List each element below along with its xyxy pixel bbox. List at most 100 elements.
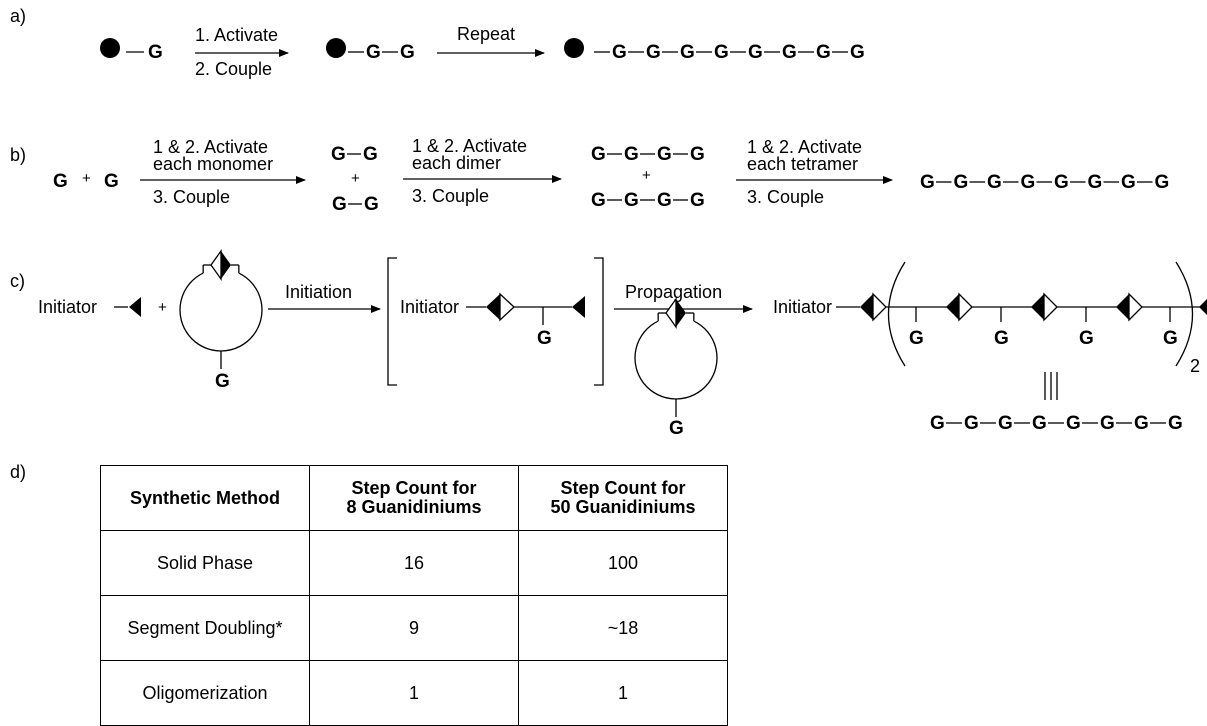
monomer-g: G bbox=[669, 418, 684, 439]
chain-g: G bbox=[920, 172, 935, 193]
right-parenthesis bbox=[1175, 261, 1194, 367]
chain-g: G bbox=[624, 190, 639, 211]
chain-g: G bbox=[680, 42, 695, 63]
chain-g: G bbox=[1032, 413, 1047, 434]
table-header-row: Synthetic Method Step Count for 8 Guanid… bbox=[100, 465, 728, 531]
chain-g: G bbox=[657, 190, 672, 211]
pendant-g: G bbox=[909, 328, 924, 349]
monomer-g: G bbox=[148, 42, 163, 63]
arrow3-label-line1: 1 & 2. Activate bbox=[747, 137, 862, 157]
chain-g: G bbox=[690, 144, 705, 165]
half-diamond-filled bbox=[676, 299, 686, 327]
chain-g: G bbox=[1168, 413, 1183, 434]
panel-a-label: a) bbox=[10, 6, 26, 26]
chain-g: G bbox=[850, 42, 865, 63]
count-8-cell: 16 bbox=[309, 530, 519, 596]
chain-g: G bbox=[690, 190, 705, 211]
panel-d-label: d) bbox=[10, 462, 26, 482]
step-couple-label: 2. Couple bbox=[195, 59, 272, 79]
chain-g: G bbox=[624, 144, 639, 165]
arrow3-label-line2: each tetramer bbox=[747, 154, 858, 174]
solid-support-bead bbox=[100, 38, 120, 58]
chain-g: G bbox=[930, 413, 945, 434]
header-line: 8 Guanidiniums bbox=[346, 497, 482, 517]
chain-g: G bbox=[591, 144, 606, 165]
propagation-label: Propagation bbox=[625, 282, 722, 302]
arrow1-label-line1: 1 & 2. Activate bbox=[153, 137, 268, 157]
chain-g: G bbox=[657, 144, 672, 165]
pendant-g: G bbox=[1163, 328, 1178, 349]
header-line: Step Count for bbox=[351, 478, 477, 498]
half-diamond-open bbox=[210, 248, 222, 282]
chain-g: G bbox=[1100, 413, 1115, 434]
initiator-label: Initiator bbox=[38, 297, 97, 317]
pendant-g: G bbox=[994, 328, 1009, 349]
solid-support-bead bbox=[326, 38, 346, 58]
repeat-subscript: 2 bbox=[1190, 356, 1200, 376]
header-8-guanidiniums: Step Count for 8 Guanidiniums bbox=[309, 465, 519, 531]
header-line: Step Count for bbox=[560, 478, 686, 498]
half-diamond-filled bbox=[486, 294, 500, 320]
chain-g: G bbox=[1088, 172, 1103, 193]
ring-arc bbox=[634, 320, 718, 400]
arrow3-label-bottom: 3. Couple bbox=[747, 187, 824, 207]
equivalence-mark bbox=[1044, 372, 1058, 400]
step-activate-label: 1. Activate bbox=[195, 25, 278, 45]
right-bracket bbox=[594, 257, 604, 386]
cyclic-monomer bbox=[179, 248, 263, 369]
plus-sign: + bbox=[82, 170, 91, 187]
half-diamond-filled bbox=[860, 294, 873, 320]
chain-g: G bbox=[816, 42, 831, 63]
chain-g: G bbox=[998, 413, 1013, 434]
monomer-g: G bbox=[215, 371, 230, 392]
initiator-half-diamond-icon bbox=[129, 297, 141, 317]
chain-g: G bbox=[400, 42, 415, 63]
count-8-cell: 9 bbox=[309, 595, 519, 661]
chain-g: G bbox=[1066, 413, 1081, 434]
table-row: Oligomerization 1 1 bbox=[100, 660, 728, 726]
chain-g: G bbox=[1121, 172, 1136, 193]
chain-g: G bbox=[1054, 172, 1069, 193]
chain-g: G bbox=[591, 190, 606, 211]
chain-g: G bbox=[964, 413, 979, 434]
half-diamond-open bbox=[872, 292, 887, 322]
chain-g: G bbox=[714, 42, 729, 63]
black-triangle bbox=[129, 297, 141, 317]
initiation-label: Initiation bbox=[285, 282, 352, 302]
initiated-intermediate bbox=[466, 292, 585, 325]
half-diamond-open bbox=[499, 292, 515, 322]
header-line: 50 Guanidiniums bbox=[550, 497, 696, 517]
method-cell: Segment Doubling* bbox=[100, 595, 310, 661]
plus-sign: + bbox=[642, 167, 651, 184]
arrow2-label-bottom: 3. Couple bbox=[412, 186, 489, 206]
plus-sign: + bbox=[351, 170, 360, 187]
chain-g: G bbox=[1134, 413, 1149, 434]
chain-g: G bbox=[748, 42, 763, 63]
table-row: Solid Phase 16 100 bbox=[100, 530, 728, 596]
cyclic-monomer bbox=[634, 296, 718, 417]
method-cell: Oligomerization bbox=[100, 660, 310, 726]
chain-g: G bbox=[954, 172, 969, 193]
chain-g: G bbox=[363, 144, 378, 165]
half-diamond-filled bbox=[1031, 294, 1044, 320]
chain-g: G bbox=[366, 42, 381, 63]
solid-support-bead bbox=[564, 38, 584, 58]
header-method: Synthetic Method bbox=[100, 465, 310, 531]
half-diamond-filled bbox=[1199, 299, 1207, 315]
half-diamond-open bbox=[665, 296, 677, 330]
pendant-g: G bbox=[1079, 328, 1094, 349]
chain-g: G bbox=[782, 42, 797, 63]
chain-g: G bbox=[1155, 172, 1170, 193]
method-cell: Solid Phase bbox=[100, 530, 310, 596]
panel-b-label: b) bbox=[10, 145, 26, 165]
half-diamond-open bbox=[1043, 292, 1058, 322]
chain-g: G bbox=[612, 42, 627, 63]
chain-g: G bbox=[987, 172, 1002, 193]
